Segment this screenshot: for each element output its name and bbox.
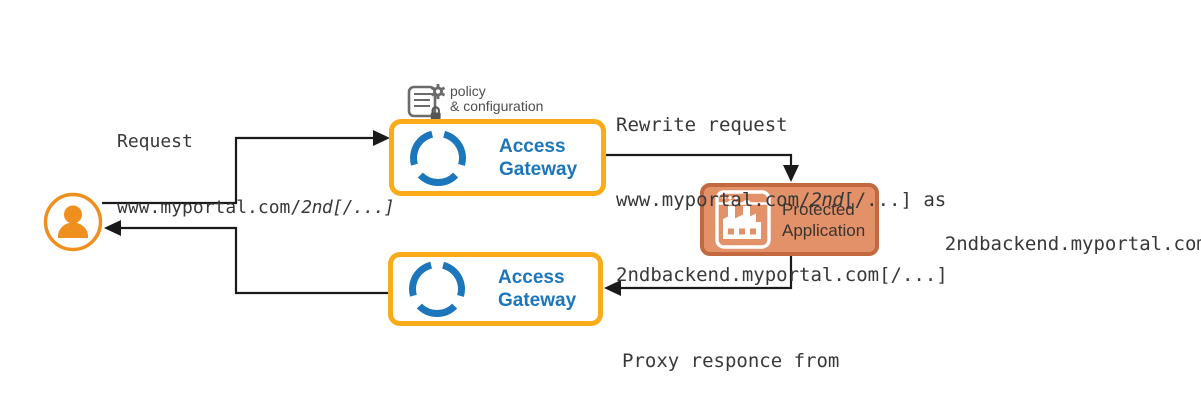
policy-document-icon — [407, 84, 446, 120]
gear-icon — [430, 84, 446, 99]
proxy-response-label: Proxy responce from 2ndbackend.myportal.… — [622, 350, 840, 372]
segmented-ring-icon — [410, 129, 466, 186]
protected-app-title-line1: Protected — [782, 199, 855, 219]
gateway-title-line1: Access — [498, 267, 565, 288]
gateway-title-line2: Gateway — [499, 158, 578, 180]
factory-window-icon — [715, 190, 771, 249]
request-label: Request www.myportal.com/2nd[/...] — [117, 131, 395, 218]
policy-note-line1: policy — [450, 83, 486, 99]
user-icon — [43, 192, 103, 252]
policy-note-line2: & configuration — [450, 98, 544, 114]
lock-icon — [430, 106, 441, 120]
gateway-title-line1: Access — [499, 135, 566, 157]
gateway-title-line2: Gateway — [498, 290, 577, 311]
rewrite-request-label: Rewrite request www.myportal.com/2nd[/..… — [616, 114, 948, 286]
protected-application-node: Protected Application — [700, 183, 879, 256]
backend-host-label: 2ndbackend.myportal.com — [944, 233, 1201, 255]
segmented-ring-icon — [409, 261, 465, 317]
access-gateway-bottom-node: Access Gateway — [388, 252, 603, 326]
access-gateway-top-node: Access Gateway — [389, 119, 606, 196]
policy-note: policy & configuration — [406, 83, 543, 120]
protected-app-title-line2: Application — [782, 220, 866, 240]
